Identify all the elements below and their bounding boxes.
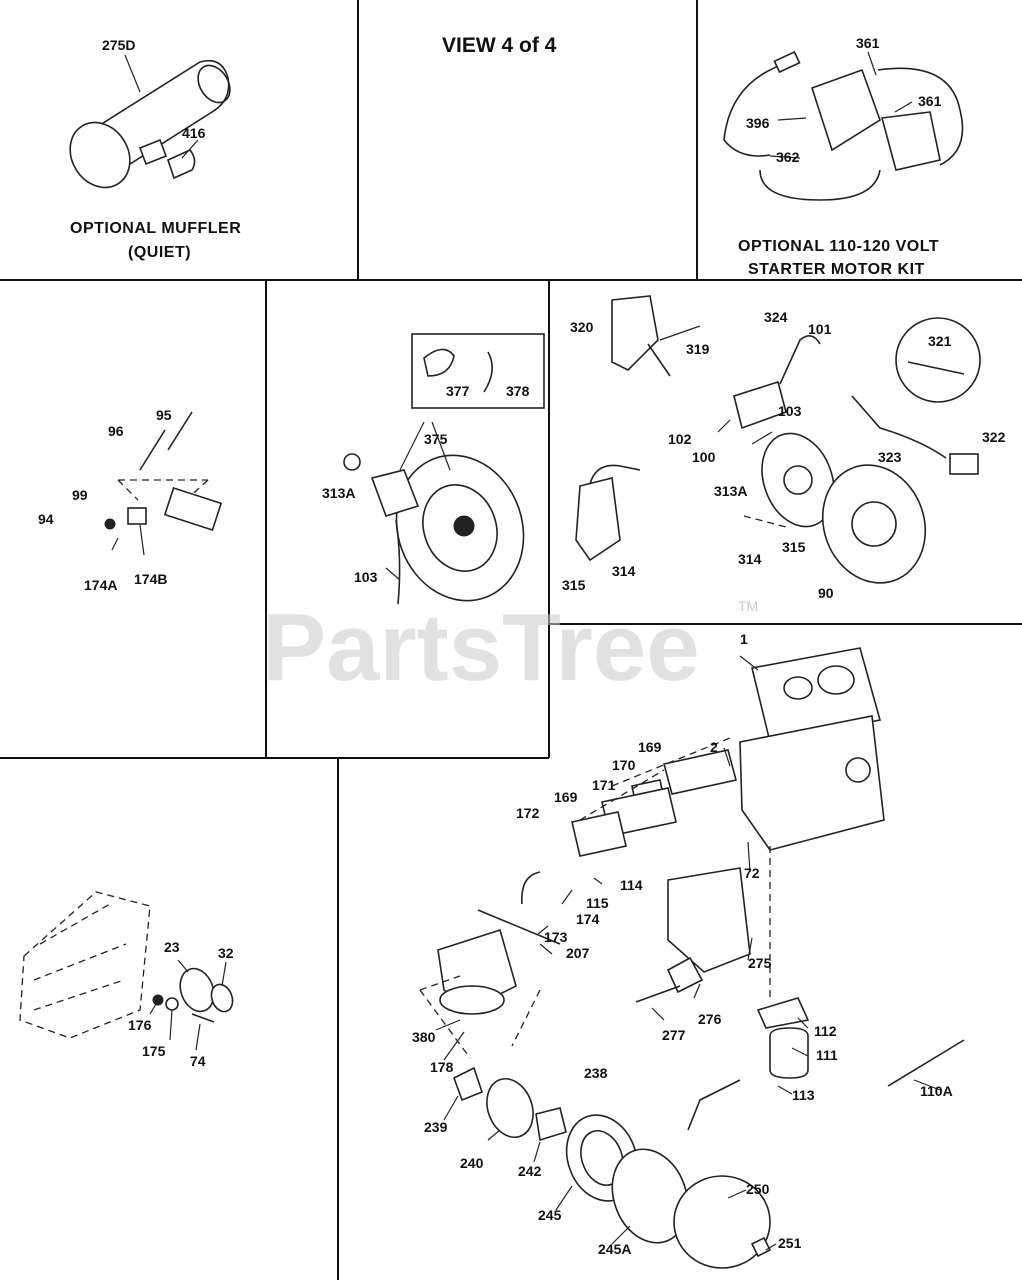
- engine-block-carburetor-illustration: [419, 647, 965, 1269]
- callout-377: 377: [446, 383, 470, 399]
- callout-94: 94: [38, 511, 54, 527]
- callout-362: 362: [776, 149, 800, 165]
- callout-174b: 174B: [134, 571, 167, 587]
- callout-313a: 313A: [714, 483, 747, 499]
- callout-74: 74: [190, 1053, 206, 1069]
- callout-238: 238: [584, 1065, 608, 1081]
- callout-103: 103: [778, 403, 802, 419]
- callout-72: 72: [744, 865, 760, 881]
- callout-169: 169: [554, 789, 578, 805]
- callout-99: 99: [72, 487, 88, 503]
- callout-100: 100: [692, 449, 716, 465]
- callout-320: 320: [570, 319, 594, 335]
- callout-111: 111: [816, 1047, 838, 1063]
- callout-314: 314: [612, 563, 636, 579]
- callout-103: 103: [354, 569, 378, 585]
- ignition-flywheel-illustration: [343, 333, 545, 605]
- callout-245a: 245A: [598, 1241, 631, 1257]
- callout-95: 95: [156, 407, 172, 423]
- muffler-caption-line-1: OPTIONAL MUFFLER: [70, 220, 241, 237]
- muffler-caption-line-2: (QUIET): [128, 244, 191, 261]
- watermark-text: PartsTree: [262, 594, 700, 701]
- callout-171: 171: [592, 777, 616, 793]
- callout-178: 178: [430, 1059, 454, 1075]
- callout-115: 115: [586, 895, 609, 911]
- callout-169: 169: [638, 739, 662, 755]
- callout-324: 324: [764, 309, 788, 325]
- callout-378: 378: [506, 383, 530, 399]
- callout-labels: 275D 416 361 361 396 362 96 95 99 94 174A 174B 377 37…: [38, 35, 1006, 1257]
- engine-outline-illustration: [19, 891, 234, 1051]
- electronic-ignition-illustration: [575, 295, 981, 584]
- callout-239: 239: [424, 1119, 448, 1135]
- callout-242: 242: [518, 1163, 542, 1179]
- callout-322: 322: [982, 429, 1006, 445]
- callout-313a: 313A: [322, 485, 355, 501]
- callout-319: 319: [686, 341, 710, 357]
- optional-muffler-illustration: [69, 54, 231, 189]
- throttle-linkage-illustration: [104, 411, 223, 556]
- callout-176: 176: [128, 1017, 152, 1033]
- callout-315: 315: [562, 577, 586, 593]
- callout-112: 112: [814, 1023, 837, 1039]
- callout-1: 1: [740, 631, 748, 647]
- callout-114: 114: [620, 877, 643, 893]
- view-title: VIEW 4 of 4: [442, 34, 557, 57]
- callout-375: 375: [424, 431, 448, 447]
- callout-207: 207: [566, 945, 590, 961]
- callout-245: 245: [538, 1207, 562, 1223]
- callout-102: 102: [668, 431, 692, 447]
- callout-101: 101: [808, 321, 832, 337]
- callout-170: 170: [612, 757, 636, 773]
- callout-380: 380: [412, 1029, 436, 1045]
- callout-275d: 275D: [102, 37, 135, 53]
- callout-251: 251: [778, 1235, 802, 1251]
- starter-motor-kit-illustration: [723, 50, 964, 201]
- callout-361: 361: [856, 35, 880, 51]
- callout-174: 174: [576, 911, 600, 927]
- callout-23: 23: [164, 939, 180, 955]
- callout-173: 173: [544, 929, 568, 945]
- callout-175: 175: [142, 1043, 166, 1059]
- callout-276: 276: [698, 1011, 722, 1027]
- callout-315: 315: [782, 539, 806, 555]
- callout-314: 314: [738, 551, 762, 567]
- callout-2: 2: [710, 739, 718, 755]
- callout-323: 323: [878, 449, 902, 465]
- callout-113: 113: [792, 1087, 815, 1103]
- callout-396: 396: [746, 115, 770, 131]
- callout-90: 90: [818, 585, 834, 601]
- callout-110a: 110A: [920, 1083, 953, 1099]
- callout-172: 172: [516, 805, 540, 821]
- watermark-trademark: TM: [738, 598, 758, 614]
- callout-96: 96: [108, 423, 124, 439]
- callout-240: 240: [460, 1155, 484, 1171]
- callout-277: 277: [662, 1027, 686, 1043]
- callout-416: 416: [182, 125, 206, 141]
- callout-275: 275: [748, 955, 772, 971]
- callout-361: 361: [918, 93, 942, 109]
- starter-caption-line-1: OPTIONAL 110-120 VOLT: [738, 238, 939, 255]
- callout-321: 321: [928, 333, 952, 349]
- callout-174a: 174A: [84, 577, 117, 593]
- starter-caption-line-2: STARTER MOTOR KIT: [748, 261, 925, 278]
- callout-250: 250: [746, 1181, 770, 1197]
- callout-32: 32: [218, 945, 234, 961]
